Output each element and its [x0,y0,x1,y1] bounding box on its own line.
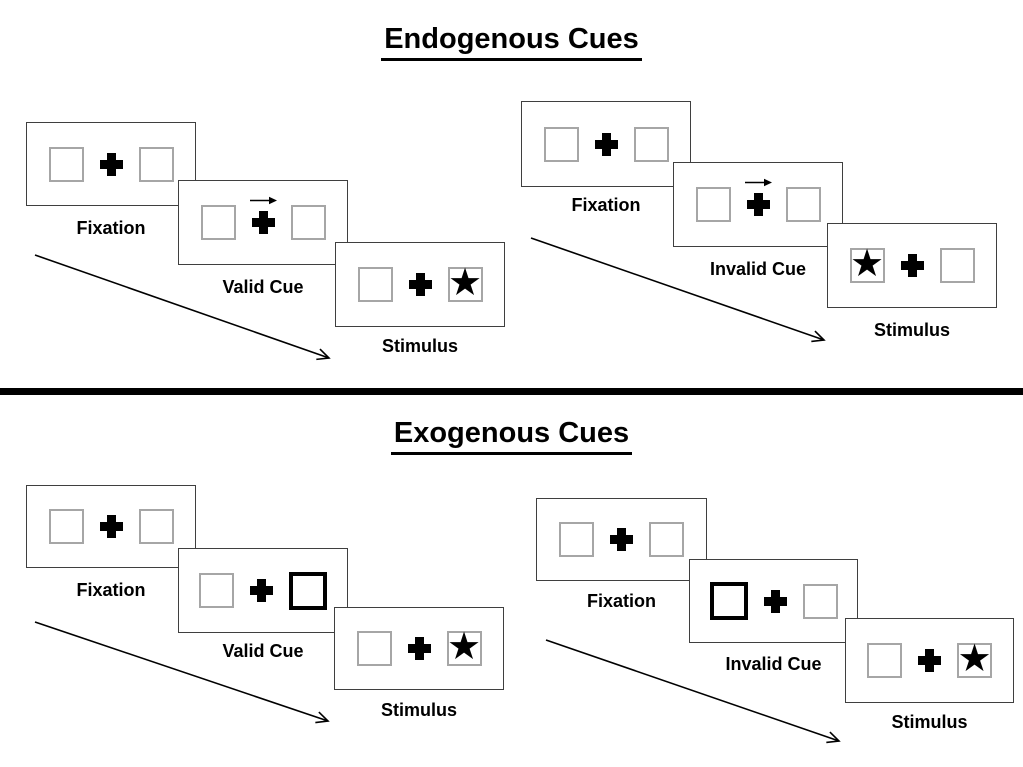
fixation-cross-icon [900,254,924,277]
endo-invalid-fixation-panel [521,101,691,187]
left-placeholder-box [48,509,84,544]
right-placeholder-box [138,146,174,182]
endo-valid-sequence-arrow [34,254,331,361]
fixation-cross-icon [408,273,432,296]
left-placeholder-box [867,643,902,678]
left-placeholder-box [199,573,234,608]
left-placeholder-box [543,126,579,162]
fixation-cross-icon [249,196,277,234]
exo-invalid-cue-panel [689,559,858,643]
star-icon: ★ [446,625,482,668]
exo-invalid-stimulus-panel: ★ [845,618,1014,703]
right-target-box: ★ [957,637,992,680]
exogenous-title-text: Exogenous Cues [390,417,633,455]
left-placeholder-box [48,146,84,182]
exo-invalid-cue-label: Invalid Cue [725,654,822,674]
right-arrow-cue-icon [744,178,772,187]
left-placeholder-box [559,522,594,557]
fixation-cross-icon [99,152,123,176]
endo-valid-stimulus-label: Stimulus [381,336,458,356]
right-target-box: ★ [447,261,483,304]
exo-invalid-fixation-panel [536,498,707,581]
exo-invalid-stimulus-label: Stimulus [891,712,968,732]
exo-invalid-fixation-label: Fixation [586,591,656,611]
right-placeholder-box [802,583,838,619]
endo-invalid-cue-label: Invalid Cue [709,259,807,279]
endo-valid-cue-panel [178,180,348,265]
right-target-box: ★ [446,625,482,668]
endo-valid-cue-label: Valid Cue [222,277,304,297]
star-icon: ★ [849,242,885,285]
right-placeholder-box [649,522,684,557]
right-placeholder-box [138,509,174,544]
left-placeholder-box [200,205,236,240]
endo-invalid-sequence-arrow [530,237,826,343]
exo-valid-fixation-label: Fixation [76,580,146,600]
fixation-cross-icon [610,528,633,551]
section-divider-line [0,388,1023,395]
right-highlighted-cue-box [289,571,327,610]
endo-valid-fixation-label: Fixation [76,218,146,238]
exo-valid-sequence-arrow [34,621,330,724]
right-placeholder-box [785,187,821,222]
endo-invalid-cue-panel [673,162,843,247]
left-placeholder-box [356,631,392,666]
left-target-box: ★ [849,242,885,285]
fixation-cross-icon [407,637,431,660]
left-highlighted-cue-box [709,582,748,620]
right-placeholder-box [939,248,975,283]
star-icon: ★ [447,261,483,304]
endo-valid-fixation-panel [26,122,196,206]
right-placeholder-box [633,126,669,162]
fixation-cross-icon [99,515,123,538]
fixation-cross-icon [594,132,618,156]
exo-valid-stimulus-panel: ★ [334,607,504,690]
fixation-cross-icon [918,649,941,672]
star-icon: ★ [957,637,992,680]
endo-valid-stimulus-panel: ★ [335,242,505,327]
exogenous-section-title: Exogenous Cues [0,417,1023,455]
exo-valid-fixation-panel [26,485,196,568]
endogenous-section-title: Endogenous Cues [0,23,1023,61]
endogenous-title-text: Endogenous Cues [381,23,642,61]
right-arrow-cue-icon [249,196,277,205]
exo-valid-stimulus-label: Stimulus [380,700,457,720]
fixation-cross-icon [763,589,787,613]
left-placeholder-box [357,267,393,302]
fixation-cross-icon [744,178,772,216]
exo-valid-cue-panel [178,548,348,633]
exo-valid-cue-label: Valid Cue [222,641,304,661]
endo-invalid-stimulus-panel: ★ [827,223,997,308]
endo-invalid-fixation-label: Fixation [571,195,641,215]
left-placeholder-box [695,187,731,222]
endo-invalid-stimulus-label: Stimulus [873,320,950,340]
right-placeholder-box [290,205,326,240]
fixation-cross-icon [250,579,273,602]
